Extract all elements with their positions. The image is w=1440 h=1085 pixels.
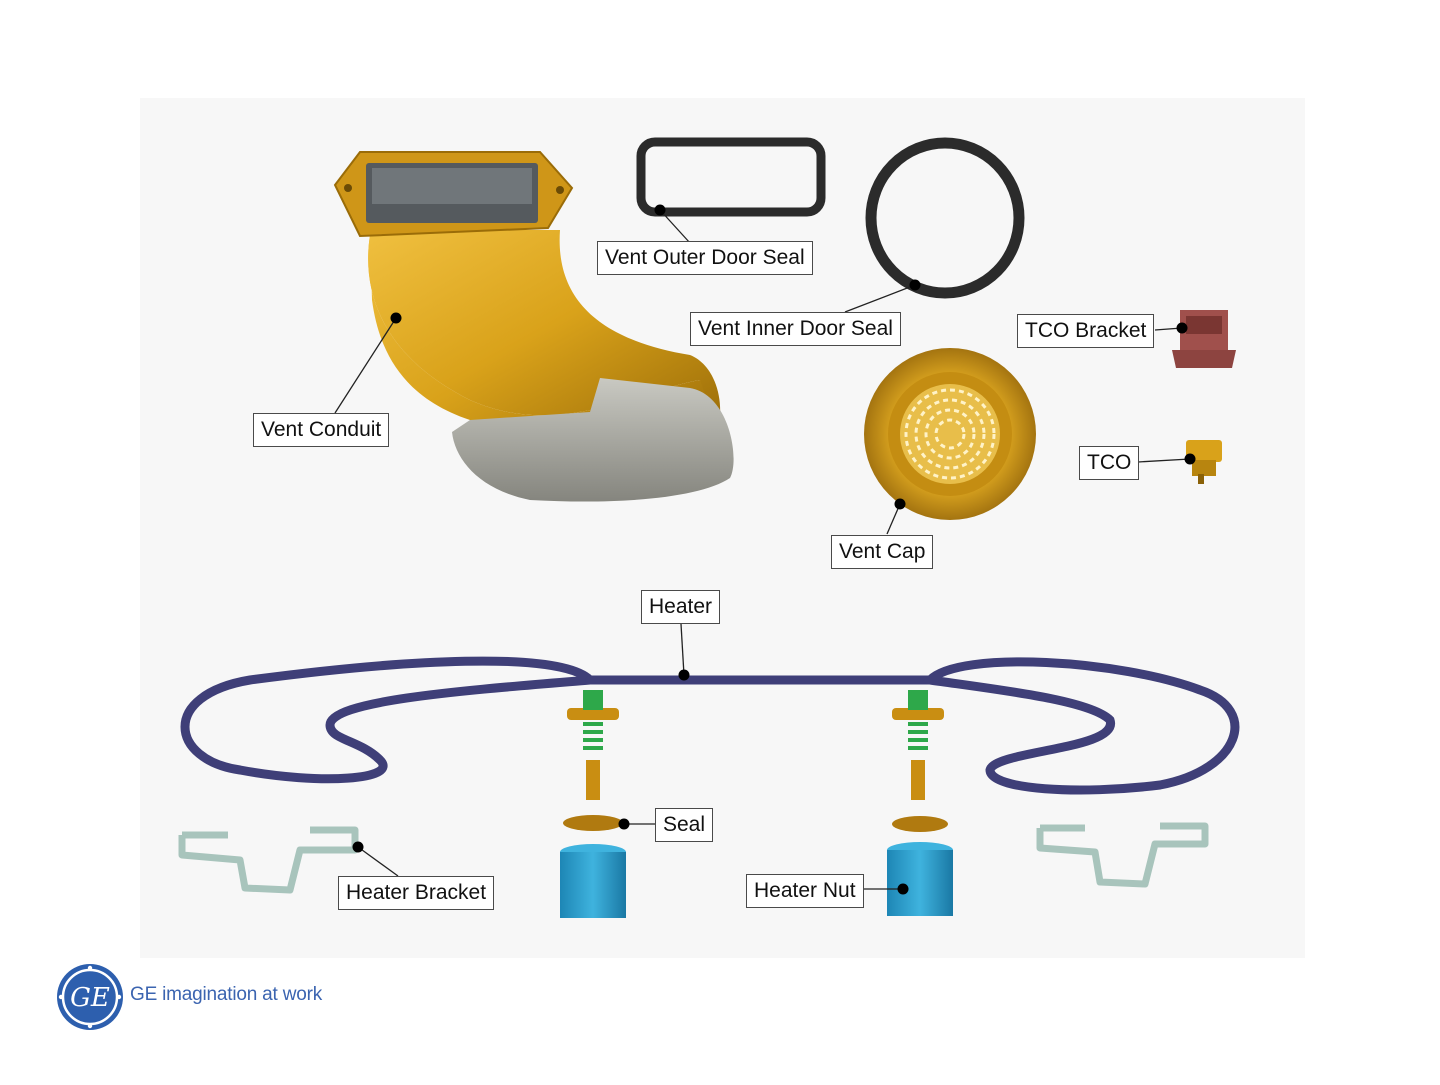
svg-text:GE: GE [70, 983, 110, 1013]
label-vent-cap: Vent Cap [831, 535, 933, 569]
ge-tagline: GE imagination at work [130, 984, 322, 1006]
vent-cap-part [864, 348, 1036, 520]
ge-monogram-icon: GE [56, 963, 124, 1031]
label-vent-conduit: Vent Conduit [253, 413, 389, 447]
label-vent-inner-door-seal: Vent Inner Door Seal [690, 312, 901, 346]
heater-nut-left-part [560, 844, 626, 918]
tco-bracket-part [1172, 310, 1236, 368]
label-heater-bracket: Heater Bracket [338, 876, 494, 910]
label-heater-nut: Heater Nut [746, 874, 864, 908]
heater-nut-right-part [887, 842, 953, 916]
label-tco: TCO [1079, 446, 1139, 480]
seal-right-part [892, 816, 948, 832]
seal-left-part [563, 815, 623, 831]
ge-logo: GE [56, 963, 124, 1031]
label-vent-outer-door-seal: Vent Outer Door Seal [597, 241, 813, 275]
label-heater: Heater [641, 590, 720, 624]
label-seal: Seal [655, 808, 713, 842]
label-tco-bracket: TCO Bracket [1017, 314, 1154, 348]
